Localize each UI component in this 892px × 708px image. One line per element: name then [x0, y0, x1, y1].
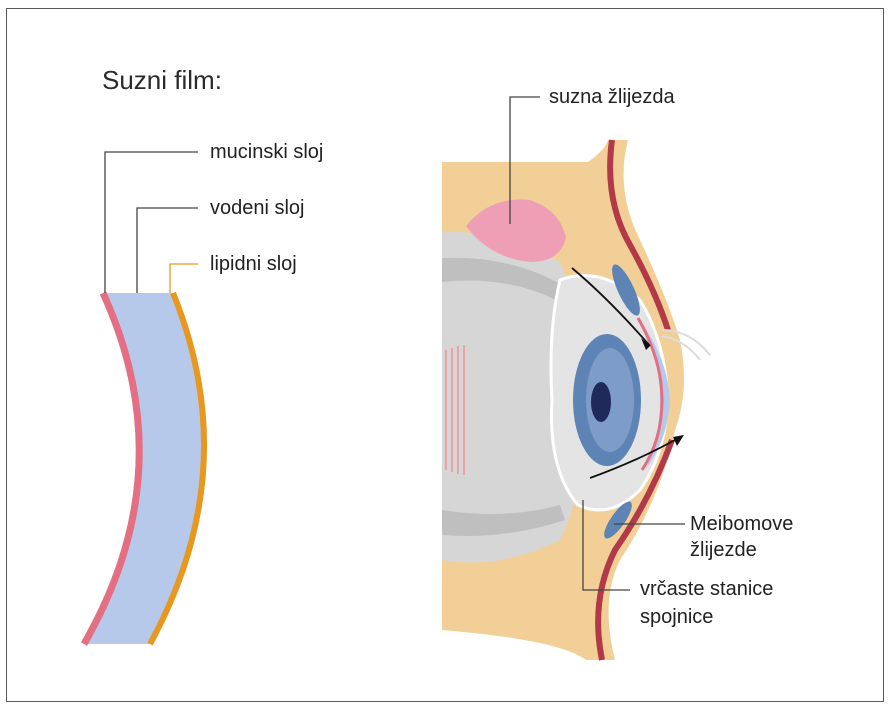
aqueous-layer — [84, 293, 204, 644]
lipid-layer-label: lipidni sloj — [210, 252, 297, 276]
tear-film-leader-lines — [105, 152, 198, 293]
mucin-layer-label: mucinski sloj — [210, 140, 323, 164]
mucin-leader-line — [105, 152, 198, 293]
pupil — [591, 382, 611, 422]
meibomian-label-line2: žlijezde — [690, 538, 757, 562]
aqueous-layer-label: vodeni sloj — [210, 196, 305, 220]
meibomian-label-line1: Meibomove — [690, 512, 793, 536]
aqueous-leader-line — [137, 208, 198, 293]
tear-film-cross-section — [84, 293, 204, 644]
tear-film-title: Suzni film: — [102, 65, 222, 95]
lacrimal-gland-label: suzna žlijezda — [549, 85, 675, 109]
goblet-label-line1: vrčaste stanice — [640, 577, 773, 601]
lower-arrowhead — [673, 435, 684, 446]
lipid-leader-line — [170, 264, 198, 293]
goblet-label-line2: spojnice — [640, 605, 713, 629]
